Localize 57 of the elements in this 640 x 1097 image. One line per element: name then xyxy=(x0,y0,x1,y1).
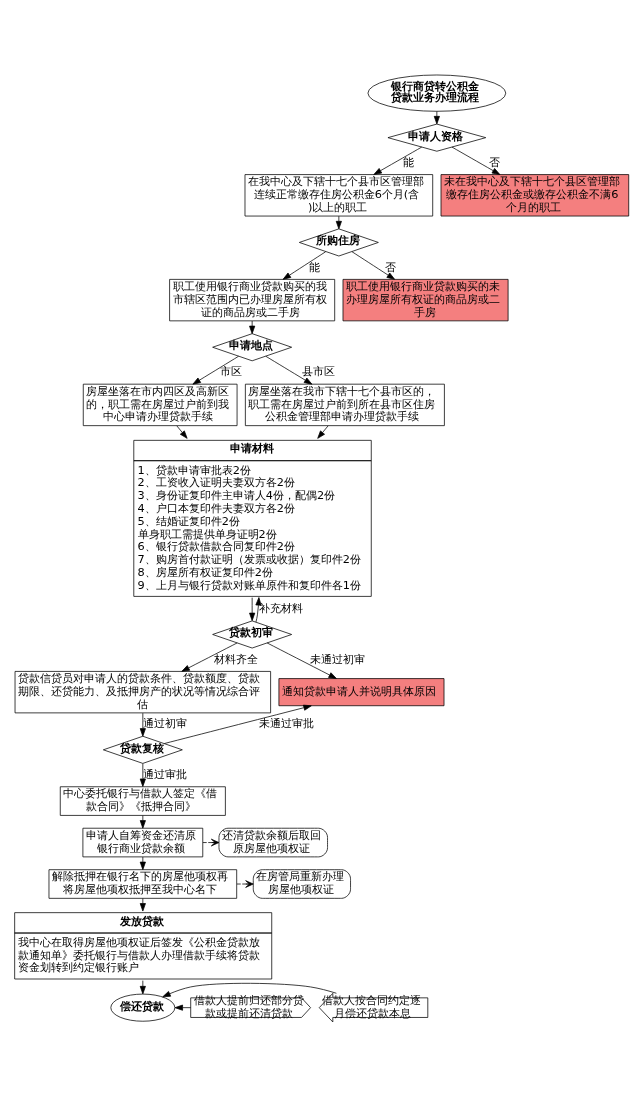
node-box: 中心委托银行与借款人签定《借款合同》《抵押合同》 xyxy=(59,786,226,816)
node-box: 解除抵押在银行名下的房屋他项权再将房屋他项权抵押至我中心名下 xyxy=(48,869,238,899)
node-box: 还清贷款余额后取回原房屋他项权证 xyxy=(218,827,328,858)
arrow xyxy=(265,355,313,385)
edge-label: 未通过初审 xyxy=(309,652,365,665)
edge-label: 通过审批 xyxy=(142,767,187,780)
edge-label: 通过初审 xyxy=(142,717,187,730)
edge-label: 否 xyxy=(489,155,501,168)
arrow xyxy=(163,704,312,744)
edge-label: 能 xyxy=(403,155,415,168)
node-box: 房屋坐落在我市下辖十七个县市区的，职工需在房屋过户前到所在县市区住房公积金管理部申请办理贷款手续 xyxy=(245,383,445,426)
node-diamond: 申请地点 xyxy=(212,333,293,362)
arrow xyxy=(139,898,146,912)
arrow xyxy=(139,763,146,787)
node-diamond: 贷款初审 xyxy=(212,620,293,649)
arrow xyxy=(255,597,262,623)
node-box: 通知贷款申请人并说明具体原因 xyxy=(278,678,445,707)
arrow xyxy=(451,146,501,175)
node-diamond: 申请人资格 xyxy=(387,123,487,152)
node-ellipse: 银行商贷转公积金贷款业务办理流程 xyxy=(367,74,507,112)
node-box: 在房管局重新办理房屋他项权证 xyxy=(252,869,351,899)
arrow xyxy=(162,982,337,998)
arrow xyxy=(433,111,440,125)
node-box: 在我中心及下辖十七个县市区管理部连续正常缴存住房公积金6个月(含)以上的职工 xyxy=(244,174,434,217)
edge-label: 补充材料 xyxy=(258,602,303,615)
arrow xyxy=(139,980,146,995)
arrow xyxy=(139,712,146,737)
edge-label: 能 xyxy=(308,260,320,273)
arrow xyxy=(351,251,395,280)
arrow xyxy=(236,880,254,888)
arrow xyxy=(373,146,423,175)
node-diamond: 所购住房 xyxy=(298,228,379,257)
arrow xyxy=(174,1004,192,1011)
arrow xyxy=(266,642,337,679)
node-box: 房屋坐落在市内四区及高新区的，职工需在房屋过户前到我中心申请办理贷款手续 xyxy=(82,383,238,426)
arrow xyxy=(249,320,256,335)
node-box: 职工使用银行商业贷款购买的我市辖区范围内已办理房屋所有权证的商品房或二手房 xyxy=(169,279,336,322)
node-box: 申请人自筹资金还清原银行商业贷款余额 xyxy=(82,827,204,858)
node-diamond: 贷款复核 xyxy=(102,735,183,764)
arrow xyxy=(139,815,146,829)
arrow xyxy=(192,355,239,385)
node-box: 贷款信贷员对申请人的贷款条件、贷款额度、贷款期限、还贷能力、及抵押房产的状况等情况综合评估 xyxy=(14,671,271,714)
edge-label: 材料齐全 xyxy=(213,652,258,665)
node-box: 未在我中心及下辖十七个县区管理部缴存住房公积金或缴存公积金不满6个月的职工 xyxy=(440,174,630,217)
arrow xyxy=(249,597,256,622)
node-box: 职工使用银行商业贷款购买的未办理房屋所有权证的商品房或二手房 xyxy=(342,279,509,322)
arrow xyxy=(317,425,329,439)
arrow xyxy=(176,425,188,439)
edge-label: 未通过审批 xyxy=(258,717,314,730)
arrow xyxy=(335,215,342,230)
arrow xyxy=(181,642,238,672)
edge-label: 市区 xyxy=(220,365,243,378)
arrow xyxy=(282,251,327,280)
arrow xyxy=(202,838,220,847)
edge-label: 县市区 xyxy=(301,365,335,378)
arrow xyxy=(139,856,146,870)
edge-label: 否 xyxy=(384,260,396,273)
